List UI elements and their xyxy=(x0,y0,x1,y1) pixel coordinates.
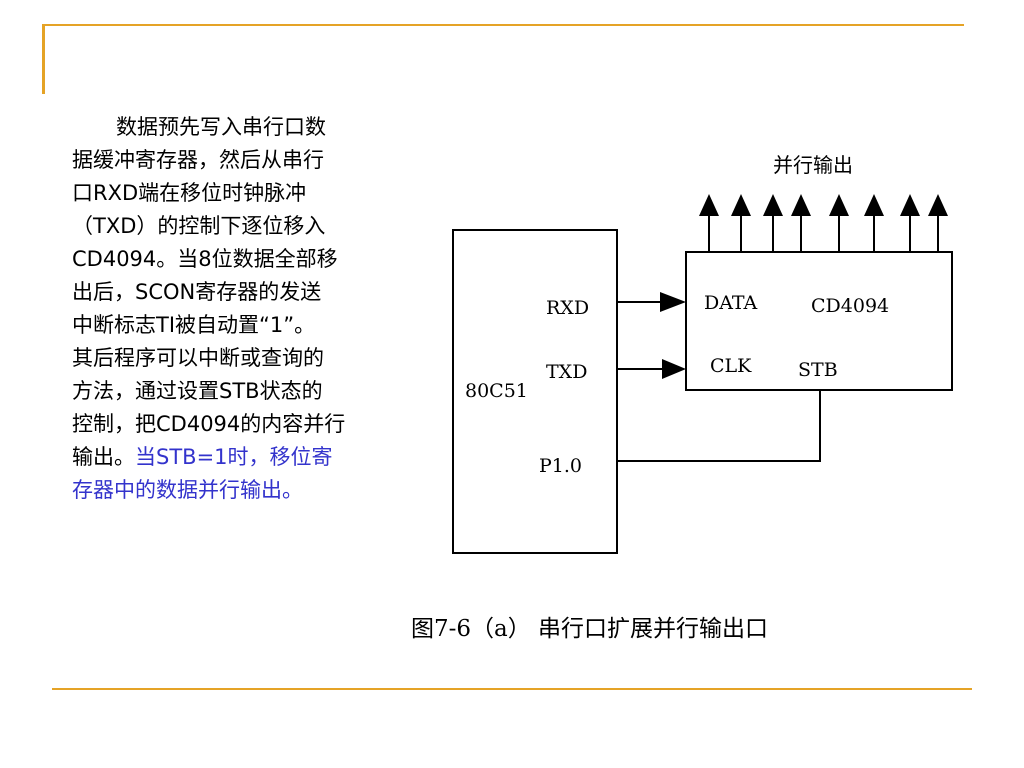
paragraph-line: 中断标志TI被自动置“1”。 xyxy=(72,313,316,337)
txd-pin-label: TXD xyxy=(546,361,587,383)
rxd-pin-label: RXD xyxy=(546,297,589,319)
p10-stb-wire xyxy=(617,390,821,462)
paragraph-line: 其后程序可以中断或查询的 xyxy=(72,346,324,370)
description-paragraph: 数据预先写入串行口数 据缓冲寄存器，然后从串行 口RXD端在移位时钟脉冲 （TX… xyxy=(72,111,392,507)
mcu-box xyxy=(452,229,618,554)
data-pin-label: DATA xyxy=(704,292,758,314)
paragraph-line: 口RXD端在移位时钟脉冲 xyxy=(72,181,307,205)
clk-input-arrowhead xyxy=(662,359,686,379)
shift-register-name-label: CD4094 xyxy=(811,295,889,317)
left-vertical-rule xyxy=(42,24,45,94)
parallel-output-label: 并行输出 xyxy=(773,153,853,177)
figure-caption: 图7-6（a） 串行口扩展并行输出口 xyxy=(411,616,768,642)
output-arrowheads xyxy=(699,194,948,216)
paragraph-line: 方法，通过设置STB状态的 xyxy=(72,379,323,403)
paragraph-line: 数据预先写入串行口数 xyxy=(116,115,326,139)
data-input-arrowhead xyxy=(660,292,686,312)
stb-pin-label: STB xyxy=(798,359,838,381)
output-stems xyxy=(708,214,939,252)
paragraph-line: 出后，SCON寄存器的发送 xyxy=(72,280,322,304)
paragraph-text: 输出。 xyxy=(72,445,135,469)
bottom-rule xyxy=(52,688,972,690)
paragraph-line-mixed: 输出。当STB=1时，移位寄 xyxy=(72,441,392,474)
clk-pin-label: CLK xyxy=(710,355,752,377)
paragraph-line: CD4094。当8位数据全部移 xyxy=(72,247,338,271)
mcu-name-label: 80C51 xyxy=(465,380,528,402)
paragraph-line: （TXD）的控制下逐位移入 xyxy=(72,214,326,238)
paragraph-line: 控制，把CD4094的内容并行 xyxy=(72,412,346,436)
top-rule xyxy=(42,24,964,26)
p10-pin-label: P1.0 xyxy=(539,455,582,477)
paragraph-line: 据缓冲寄存器，然后从串行 xyxy=(72,148,324,172)
highlighted-text: 存器中的数据并行输出。 xyxy=(72,478,303,502)
highlighted-text: 当STB=1时，移位寄 xyxy=(135,445,333,469)
